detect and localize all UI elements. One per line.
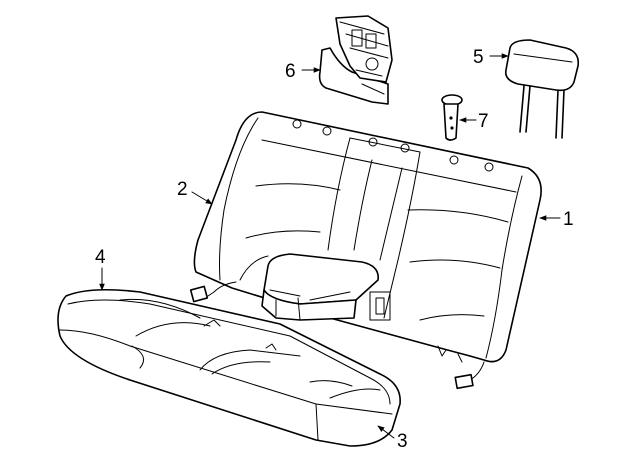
- callout-label-6: 6: [285, 61, 296, 82]
- callout-6: 6: [285, 61, 321, 82]
- callout-label-4: 4: [95, 247, 106, 268]
- callout-4: 4: [95, 247, 106, 291]
- seat-cushion: [57, 288, 401, 447]
- callout-label-5: 5: [473, 47, 484, 68]
- leader-2: [191, 191, 213, 205]
- right-wiring-connector: [454, 361, 485, 390]
- leader-3: [377, 425, 395, 439]
- callout-label-1: 1: [563, 209, 574, 230]
- callout-1: 1: [539, 209, 574, 230]
- callout-label-2: 2: [177, 179, 188, 200]
- left-wiring-connector: [189, 281, 237, 303]
- callout-label-7: 7: [478, 111, 489, 132]
- callout-2: 2: [177, 179, 213, 205]
- callout-5: 5: [473, 47, 509, 68]
- armrest: [261, 253, 379, 321]
- callout-7: 7: [459, 111, 489, 132]
- callout-label-3: 3: [397, 431, 408, 452]
- headrest-guide: [441, 94, 463, 141]
- latch-bracket: [318, 15, 393, 105]
- callout-3: 3: [377, 425, 408, 452]
- headrest: [504, 39, 580, 139]
